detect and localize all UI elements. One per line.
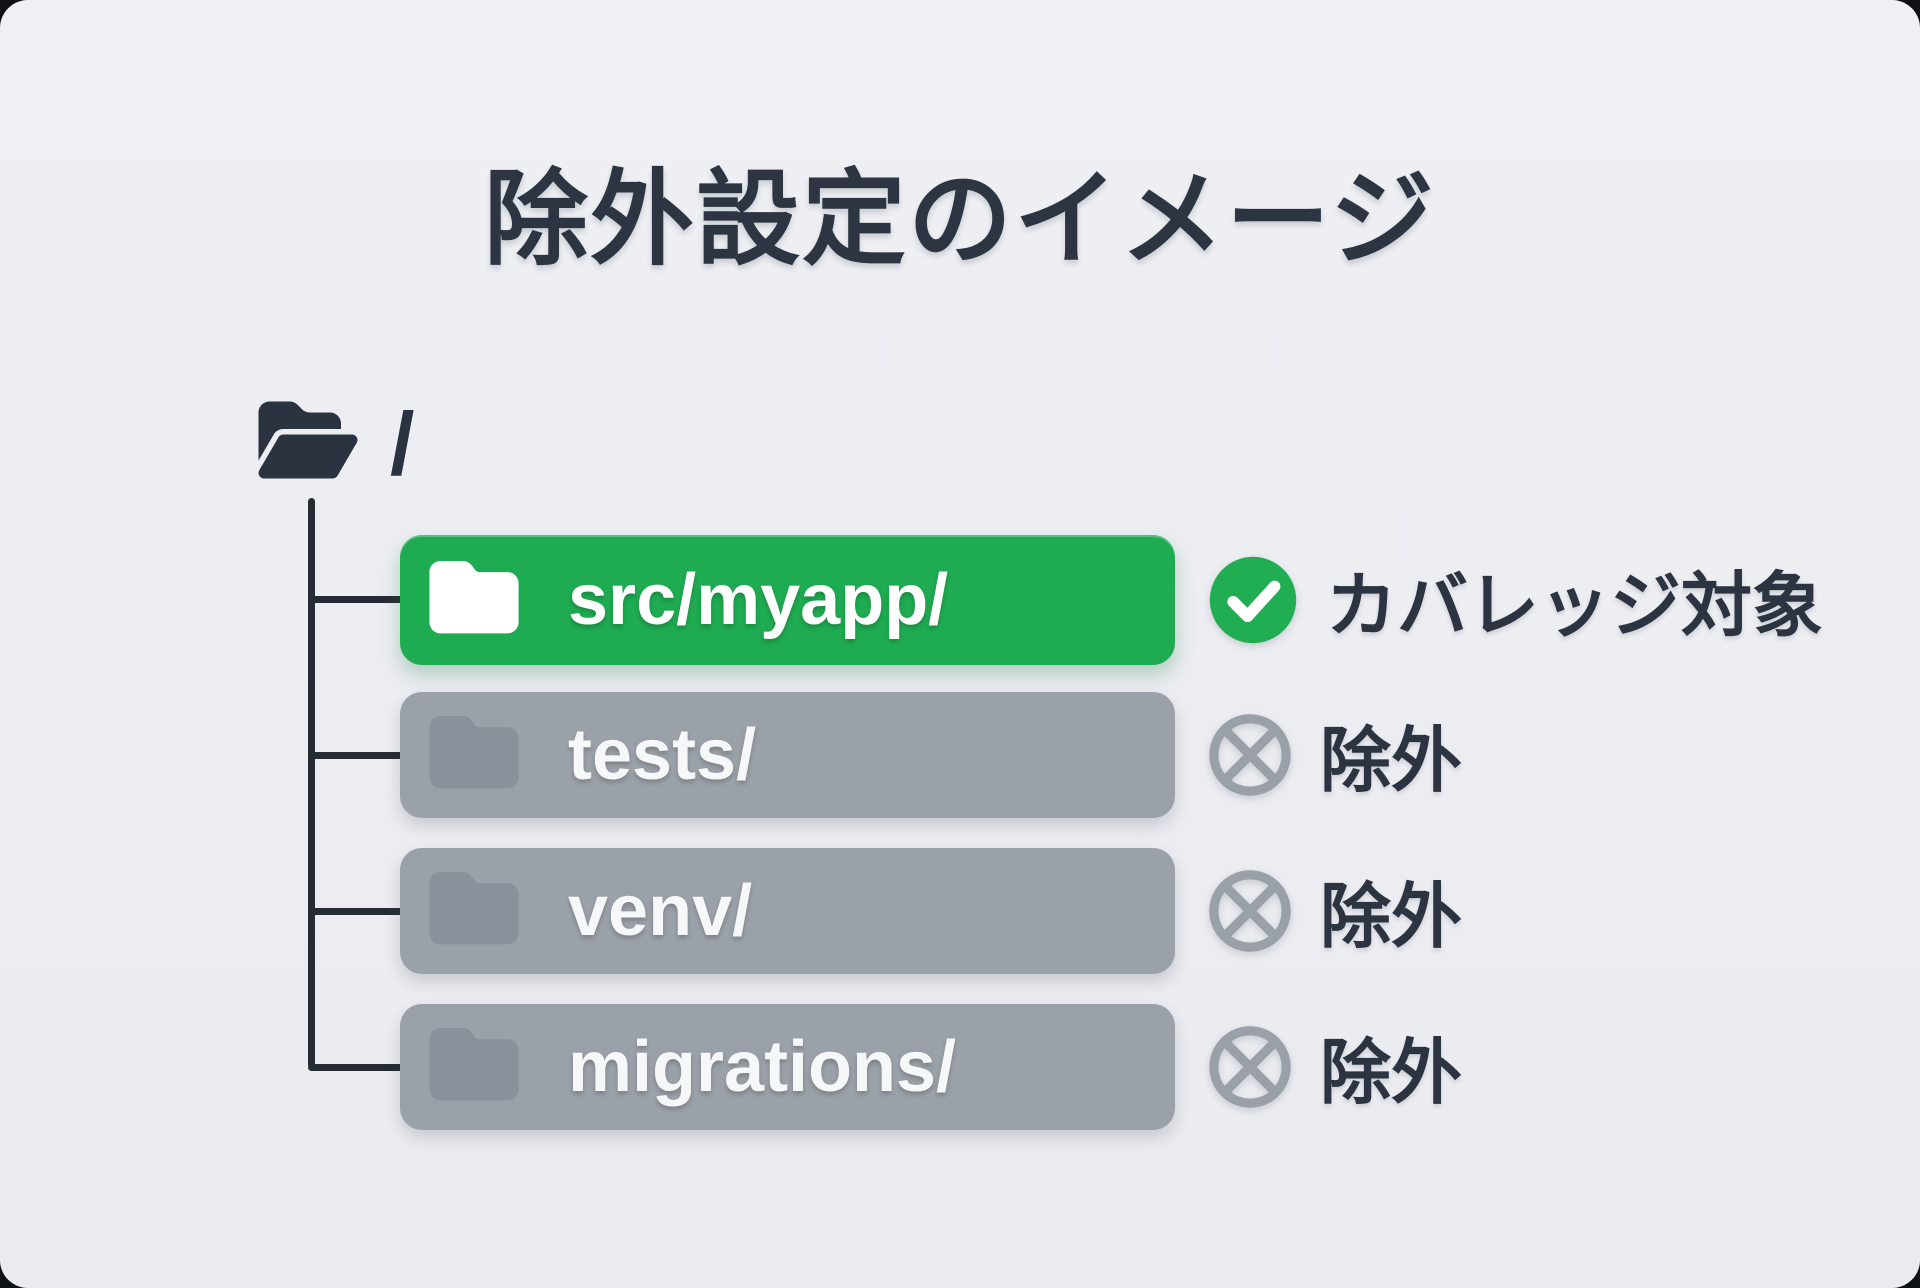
folder-node-label: migrations/	[568, 1027, 957, 1107]
cross-circle-icon	[1209, 714, 1291, 796]
root-open-folder-icon	[258, 401, 358, 479]
status-excluded: 除外	[1208, 1004, 1462, 1130]
folder-icon	[429, 872, 519, 945]
folder-icon	[429, 716, 519, 789]
tree-trunk-line	[308, 498, 315, 1068]
folder-node-label: venv/	[568, 871, 753, 951]
tree-branch-line	[308, 908, 404, 915]
folder-node-src-myapp: src/myapp/	[400, 535, 1175, 665]
cross-circle-icon	[1209, 870, 1291, 952]
folder-node-label: tests/	[568, 715, 757, 795]
folder-node-venv: venv/	[400, 848, 1175, 974]
status-included: カバレッジ対象	[1208, 535, 1823, 665]
status-label: 除外	[1320, 1034, 1463, 1113]
tree-branch-line	[308, 1064, 404, 1071]
folder-node-tests: tests/	[400, 692, 1175, 818]
folder-icon	[429, 561, 519, 634]
status-label: 除外	[1320, 722, 1463, 801]
status-label: カバレッジ対象	[1326, 567, 1824, 646]
folder-node-migrations: migrations/	[400, 1004, 1175, 1130]
status-excluded: 除外	[1208, 848, 1462, 974]
status-label: 除外	[1320, 878, 1463, 957]
page-title: 除外設定のイメージ	[484, 162, 1436, 278]
tree-branch-line	[308, 752, 404, 759]
status-excluded: 除外	[1208, 692, 1462, 818]
root-path-label: /	[390, 394, 415, 493]
cross-circle-icon	[1209, 1026, 1291, 1108]
tree-branch-line	[308, 596, 404, 603]
folder-icon	[429, 1028, 519, 1101]
check-circle-icon	[1209, 556, 1297, 644]
folder-node-label: src/myapp/	[568, 560, 949, 640]
